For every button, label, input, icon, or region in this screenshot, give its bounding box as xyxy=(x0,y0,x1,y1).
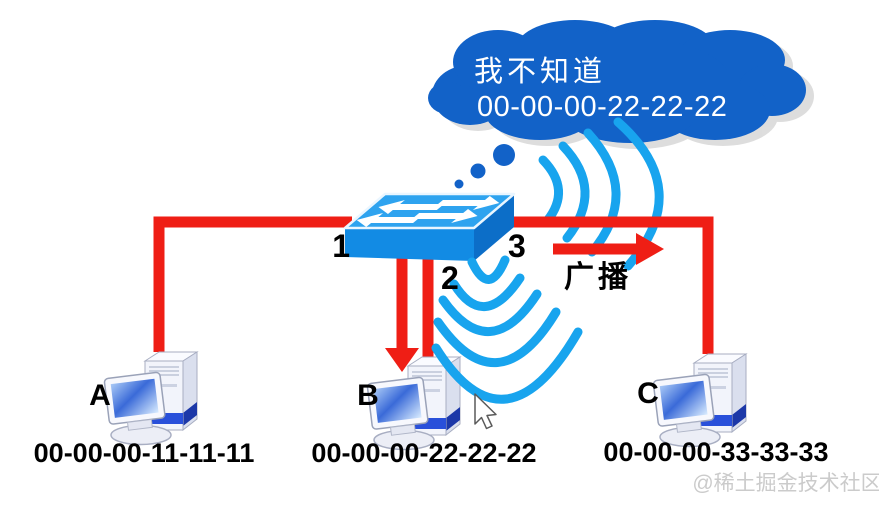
switch-side-face xyxy=(474,194,514,261)
cloud-text-line1: 我不知道 xyxy=(474,55,606,88)
mouse-cursor-icon xyxy=(474,393,497,430)
host-a-computer-icon xyxy=(103,351,198,446)
port-3-label: 3 xyxy=(508,228,526,264)
switch-front-face xyxy=(345,228,474,261)
switch-arrows-icon xyxy=(356,196,500,227)
link-arrowheads xyxy=(385,233,664,372)
port-2-label: 2 xyxy=(441,260,459,296)
host-b-computer-icon xyxy=(366,356,461,451)
diagram-labels: 1 2 3 广播 A B C 00-00-00-11-11-11 00-00-0… xyxy=(34,228,829,468)
link-switch-to-c xyxy=(505,216,714,354)
wifi-waves-down-icon xyxy=(431,255,583,404)
port-1-label: 1 xyxy=(332,228,350,264)
link-switch-to-a xyxy=(153,216,352,352)
broadcast-arrow-head xyxy=(636,233,664,265)
thought-bubble-trail-icon xyxy=(454,144,515,189)
host-a-mac: 00-00-00-11-11-11 xyxy=(34,438,255,468)
host-c-label: C xyxy=(637,377,659,410)
host-c-mac: 00-00-00-33-33-33 xyxy=(603,437,828,467)
host-c-computer-icon xyxy=(652,353,747,448)
broadcast-label: 广播 xyxy=(564,261,632,294)
network-switch-icon xyxy=(343,192,516,261)
watermark: @稀土掘金技术社区 xyxy=(692,472,879,495)
host-b-mac: 00-00-00-22-22-22 xyxy=(311,438,536,468)
arrow-to-b-head xyxy=(385,348,419,372)
link-lines xyxy=(153,216,714,392)
host-a-label: A xyxy=(89,379,111,412)
host-b-label: B xyxy=(357,379,379,412)
cloud-text-line2: 00-00-00-22-22-22 xyxy=(477,91,727,123)
